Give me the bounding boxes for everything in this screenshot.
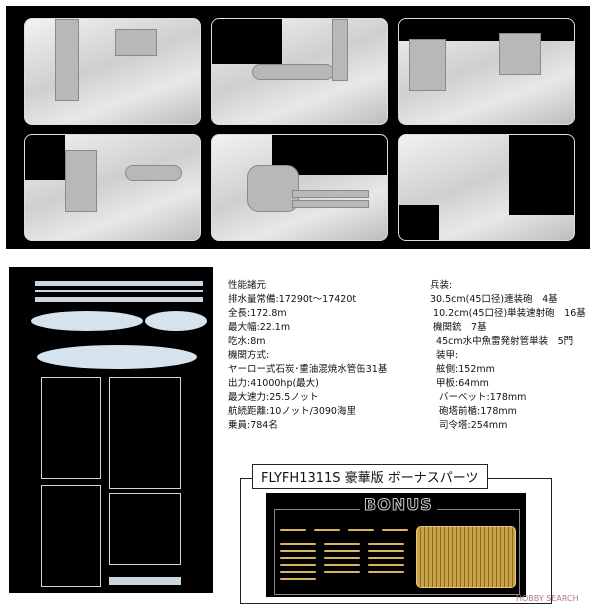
torpedo-part: [280, 571, 316, 573]
torpedo-part: [280, 557, 316, 559]
bow-deck-part: [145, 311, 207, 331]
spec-line: 司令塔:254mm: [430, 420, 508, 431]
sprue-frame: [41, 485, 101, 587]
torpedo-part: [368, 571, 404, 573]
model-photo-4: [24, 134, 201, 241]
spec-line: 30.5cm(45口径)連装砲 4基: [430, 294, 558, 305]
spec-line: 排水量常備:17290t～17420t: [228, 294, 357, 305]
spec-line: 乗員:784名: [228, 420, 278, 431]
spec-line: 甲板:64mm: [430, 378, 489, 389]
spec-line: 45cm水中魚雷発射管単装 5門: [430, 336, 574, 347]
torpedo-part: [324, 543, 360, 545]
model-photo-2: [211, 18, 388, 125]
sprue-parts-panel: [9, 267, 213, 593]
spec-line: 出力:41000hp(最大): [228, 378, 319, 389]
photo-etched-sheet: [416, 526, 516, 588]
torpedo-part: [280, 529, 306, 531]
torpedo-part: [280, 543, 316, 545]
spec-line: 最大速力:25.5ノット: [228, 392, 319, 403]
specifications-right: 兵装: 30.5cm(45口径)連装砲 4基 10.2cm(45口径)単装速射砲 …: [430, 279, 586, 433]
torpedo-part: [368, 543, 404, 545]
spec-line: 全長:172.8m: [228, 308, 287, 319]
spec-line: ヤーロー式石炭･重油混焼水管缶31基: [228, 364, 388, 375]
torpedo-part: [368, 550, 404, 552]
sprue-frame: [109, 493, 181, 565]
spec-line: 舷側:152mm: [430, 364, 495, 375]
torpedo-part: [280, 550, 316, 552]
model-photo-5: [211, 134, 388, 241]
model-photo-1: [24, 18, 201, 125]
spec-line: 装甲:: [430, 350, 459, 361]
spec-line: バーベット:178mm: [430, 392, 527, 403]
spec-line: 最大幅:22.1m: [228, 322, 291, 333]
deck-part: [31, 311, 143, 331]
torpedo-part: [314, 529, 340, 531]
hull-bottom-part: [37, 345, 197, 369]
torpedo-part: [382, 529, 408, 531]
spec-line: 砲塔前楯:178mm: [430, 406, 517, 417]
torpedo-part: [324, 564, 360, 566]
torpedo-part: [280, 578, 316, 580]
torpedo-part: [280, 564, 316, 566]
torpedo-part: [324, 571, 360, 573]
spec-line: 機関方式:: [228, 350, 270, 361]
model-photo-6: [398, 134, 575, 241]
sprue-frame: [109, 377, 181, 489]
spec-line: 兵装:: [430, 280, 453, 291]
bonus-label: BONUS: [360, 495, 437, 515]
torpedo-part: [348, 529, 374, 531]
spec-line: 吃水:8m: [228, 336, 266, 347]
spec-line: 性能諸元: [228, 280, 267, 291]
spec-line: 機関銃 7基: [430, 322, 487, 333]
specifications-left: 性能諸元排水量常備:17290t～17420t 全長:172.8m 最大幅:22.1…: [228, 279, 387, 433]
torpedo-part: [324, 557, 360, 559]
sprue-frame: [41, 377, 101, 479]
bonus-title: FLYFH1311S 豪華版 ボーナスパーツ: [252, 464, 488, 489]
bonus-parts-panel: BONUS: [266, 493, 526, 597]
torpedo-part: [368, 557, 404, 559]
torpedo-part: [324, 550, 360, 552]
spec-line: 10.2cm(45口径)単装速射砲 16基: [430, 308, 586, 319]
torpedo-part: [368, 564, 404, 566]
watermark: HOBBY SEARCH: [516, 594, 579, 603]
model-photo-3: [398, 18, 575, 125]
spec-line: 航続距離:10ノット/3090海里: [228, 406, 356, 417]
